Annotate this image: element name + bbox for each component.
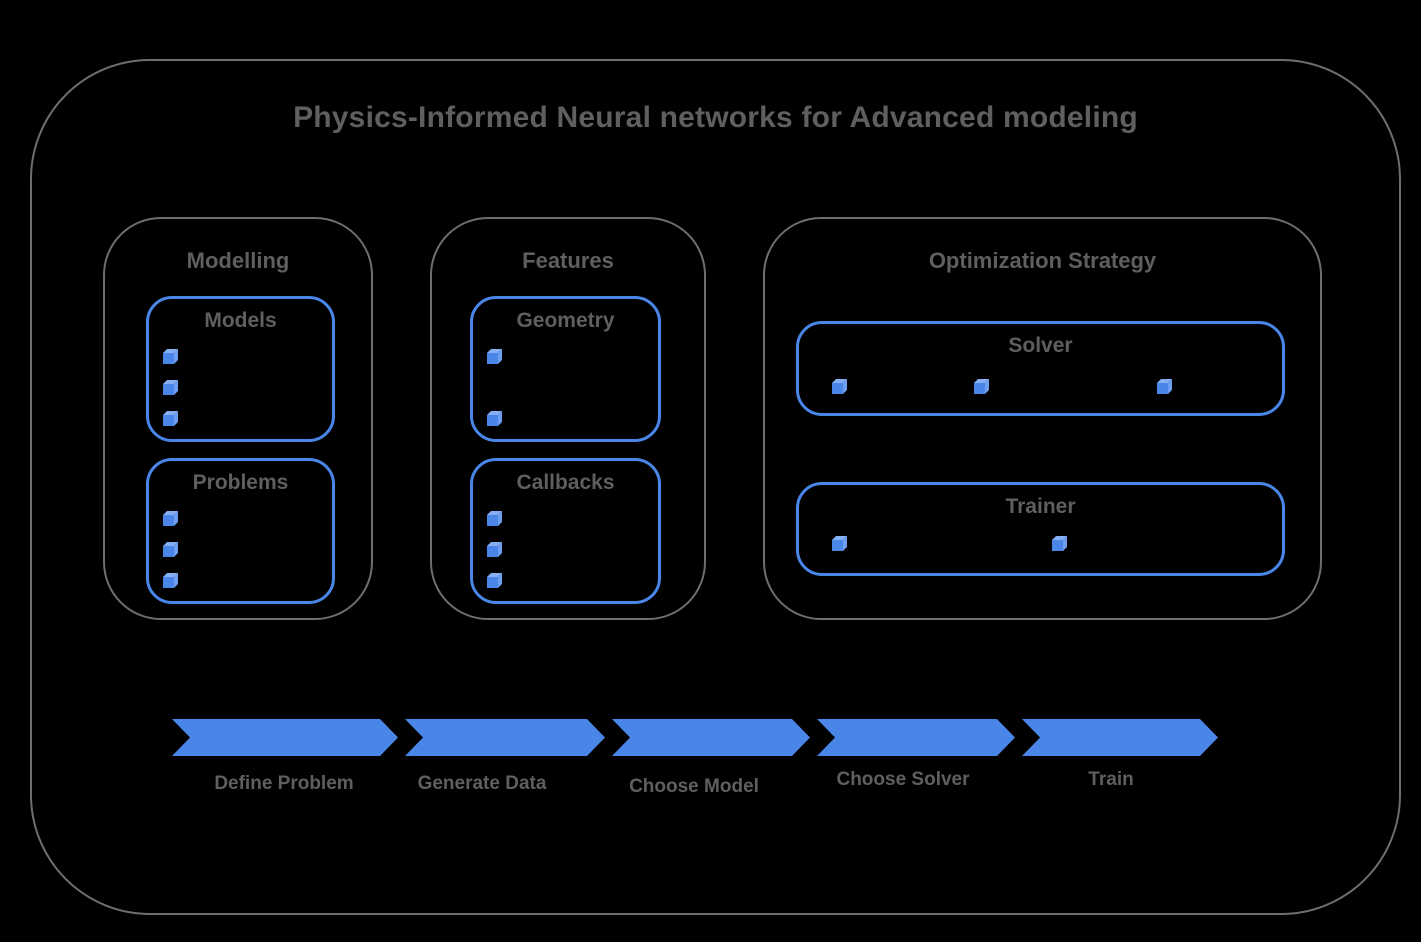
cube-bullet-icon xyxy=(974,379,989,394)
step-label-define-problem: Define Problem xyxy=(214,773,354,794)
step-label-train: Train xyxy=(1088,769,1134,790)
cube-bullet-icon xyxy=(163,380,178,395)
cube-bullet-icon xyxy=(832,379,847,394)
page-title: Physics-Informed Neural networks for Adv… xyxy=(293,101,1138,134)
card-title: Trainer xyxy=(1005,495,1076,518)
cube-bullet-icon xyxy=(487,411,502,426)
pipeline-arrow xyxy=(172,719,1218,756)
cube-bullet-icon xyxy=(1157,379,1172,394)
section-title: Modelling xyxy=(186,248,290,273)
bullet-list xyxy=(486,510,503,589)
pipeline-arrow-segment xyxy=(612,719,810,756)
bullet-list xyxy=(486,348,503,427)
card-trainer: Trainer xyxy=(796,482,1285,576)
pipeline-arrow-segment xyxy=(405,719,605,756)
cube-bullet-icon xyxy=(487,542,502,557)
card-callbacks: Callbacks xyxy=(470,458,661,604)
card-problems: Problems xyxy=(146,458,335,604)
step-label-generate-data: Generate Data xyxy=(417,773,547,794)
cube-bullet-icon xyxy=(832,536,847,551)
card-title: Geometry xyxy=(516,309,615,332)
cube-bullet-icon xyxy=(163,411,178,426)
cube-bullet-icon xyxy=(163,573,178,588)
card-solver: Solver xyxy=(796,321,1285,416)
bullet-list xyxy=(799,324,1282,413)
cube-bullet-icon xyxy=(487,573,502,588)
step-label-choose-solver: Choose Solver xyxy=(836,769,970,790)
cube-bullet-icon xyxy=(487,511,502,526)
card-title: Callbacks xyxy=(516,471,615,494)
pipeline-arrow-segment xyxy=(172,719,398,756)
section-features: Features Geometry Callbacks xyxy=(430,217,706,620)
card-geometry: Geometry xyxy=(470,296,661,442)
card-title: Solver xyxy=(1008,334,1073,357)
section-modelling: Modelling Models Problems xyxy=(103,217,373,620)
cube-bullet-icon xyxy=(163,542,178,557)
section-title: Features xyxy=(522,248,614,273)
cube-bullet-icon xyxy=(163,511,178,526)
section-optimization-strategy: Optimization Strategy Solver Trainer xyxy=(763,217,1322,620)
diagram-outer-frame xyxy=(30,59,1401,915)
bullet-list xyxy=(162,348,179,427)
card-models: Models xyxy=(146,296,335,442)
cube-bullet-icon xyxy=(163,349,178,364)
step-label-choose-model: Choose Model xyxy=(629,776,759,797)
bullet-list xyxy=(799,485,1282,573)
card-title: Models xyxy=(204,309,277,332)
pipeline-arrow-segment xyxy=(817,719,1015,756)
cube-bullet-icon xyxy=(487,349,502,364)
bullet-list xyxy=(162,510,179,589)
section-title: Optimization Strategy xyxy=(928,248,1157,273)
pipeline-arrow-segment xyxy=(1022,719,1218,756)
card-title: Problems xyxy=(192,471,289,494)
cube-bullet-icon xyxy=(1052,536,1067,551)
